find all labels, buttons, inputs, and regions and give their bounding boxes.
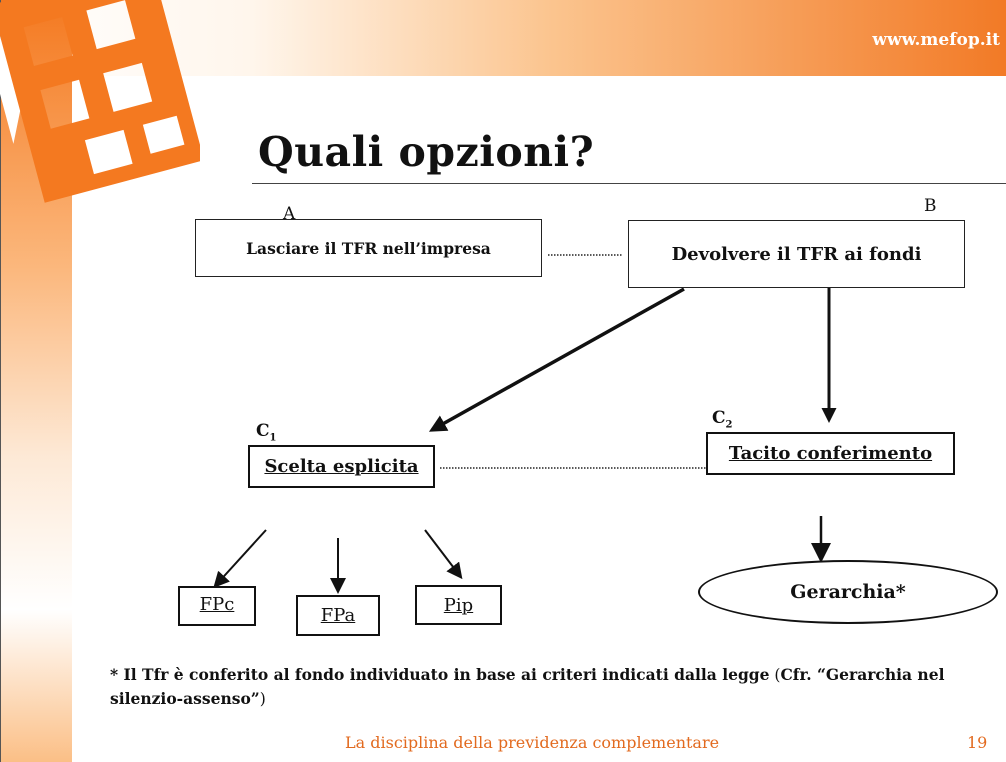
label-c2: C2 — [712, 408, 733, 431]
label-c1: C1 — [256, 421, 277, 444]
node-tacito-conferimento: Tacito conferimento — [706, 432, 955, 475]
title-underline — [252, 183, 1006, 184]
label-b: B — [924, 196, 937, 216]
footer-text: La disciplina della previdenza complemen… — [345, 733, 720, 752]
arrow-b-to-c1 — [428, 287, 685, 432]
node-devolvere-tfr: Devolvere il TFR ai fondi — [628, 220, 965, 288]
footnote-cfr: Cfr. “Gerarchia nel silenzio-assenso” — [110, 665, 945, 708]
node-scelta-esplicita: Scelta esplicita — [248, 445, 435, 488]
node-fpc: FPc — [178, 586, 256, 626]
footnote-main: * Il Tfr è conferito al fondo individuat… — [110, 665, 770, 684]
node-fpa: FPa — [296, 595, 380, 636]
footnote-paren-open: ( — [769, 666, 781, 684]
slide-title: Quali opzioni? — [258, 128, 595, 176]
arrow-c1-to-pip — [424, 529, 463, 580]
website-url[interactable]: www.mefop.it — [872, 30, 1000, 50]
node-lasciare-tfr: Lasciare il TFR nell’impresa — [195, 219, 542, 277]
left-border-line — [0, 0, 1, 762]
page-number: 19 — [967, 733, 988, 752]
node-gerarchia: Gerarchia* — [698, 560, 998, 624]
footnote-paren-close: ) — [259, 690, 266, 708]
arrow-c1-to-fpc — [213, 529, 267, 588]
footnote: * Il Tfr è conferito al fondo individuat… — [110, 663, 990, 711]
mefop-logo-icon — [0, 0, 200, 203]
node-pip: Pip — [415, 585, 502, 625]
